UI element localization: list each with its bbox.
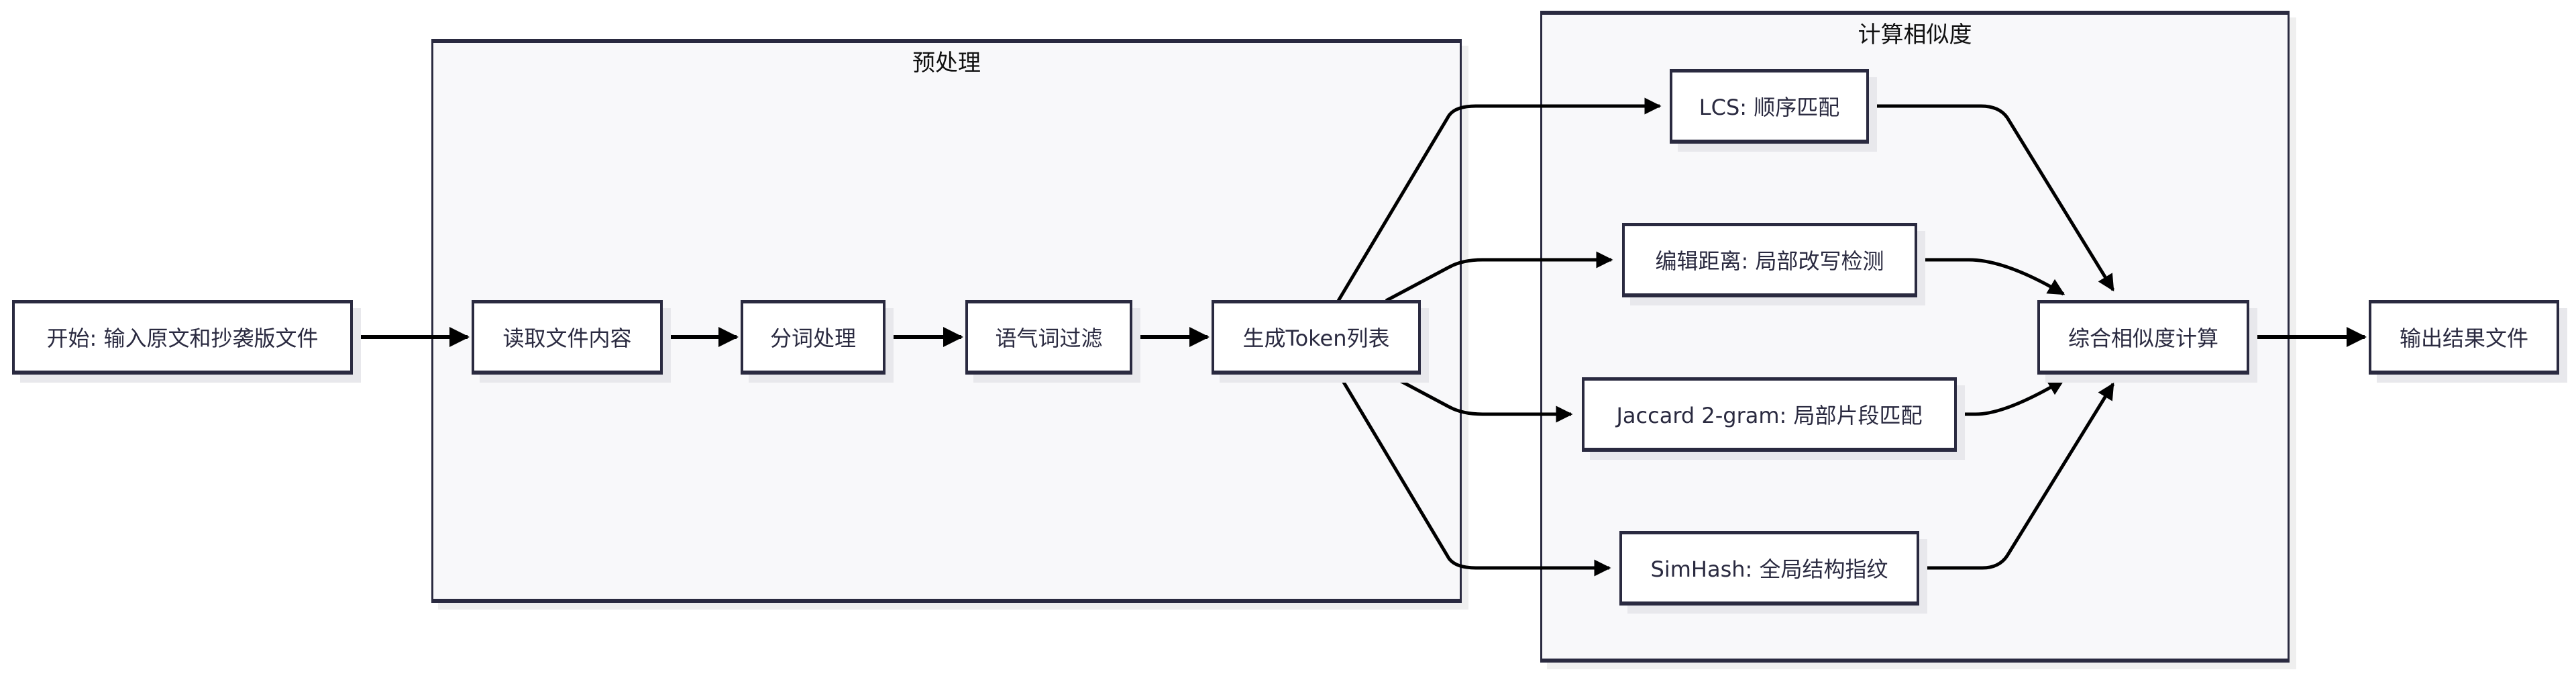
node-simhash[interactable]: SimHash: 全局结构指纹 [1619, 531, 1919, 606]
node-edit-distance[interactable]: 编辑距离: 局部改写检测 [1622, 223, 1917, 297]
node-lcs-label: LCS: 顺序匹配 [1699, 95, 1840, 120]
node-token-list-label: 生成Token列表 [1242, 326, 1390, 351]
node-read-file-label: 读取文件内容 [502, 326, 632, 351]
group-preprocess-title: 预处理 [912, 50, 981, 77]
node-start-label: 开始: 输入原文和抄袭版文件 [46, 326, 319, 351]
node-combine-label: 综合相似度计算 [2068, 326, 2218, 351]
node-jaccard-label: Jaccard 2-gram: 局部片段匹配 [1616, 403, 1923, 428]
node-start[interactable]: 开始: 输入原文和抄袭版文件 [12, 300, 353, 375]
node-lcs[interactable]: LCS: 顺序匹配 [1670, 69, 1869, 144]
node-filter[interactable]: 语气词过滤 [965, 300, 1132, 375]
node-filter-label: 语气词过滤 [995, 326, 1103, 351]
node-token-list[interactable]: 生成Token列表 [1212, 300, 1421, 375]
group-similarity-title: 计算相似度 [1858, 21, 1972, 48]
node-output[interactable]: 输出结果文件 [2369, 300, 2559, 375]
node-output-label: 输出结果文件 [2399, 326, 2528, 351]
node-read-file[interactable]: 读取文件内容 [472, 300, 663, 375]
node-tokenize-label: 分词处理 [769, 326, 856, 351]
node-edit-distance-label: 编辑距离: 局部改写检测 [1655, 248, 1884, 274]
node-combine[interactable]: 综合相似度计算 [2037, 300, 2249, 375]
node-simhash-label: SimHash: 全局结构指纹 [1650, 557, 1888, 582]
node-jaccard[interactable]: Jaccard 2-gram: 局部片段匹配 [1582, 377, 1957, 452]
node-tokenize[interactable]: 分词处理 [741, 300, 885, 375]
